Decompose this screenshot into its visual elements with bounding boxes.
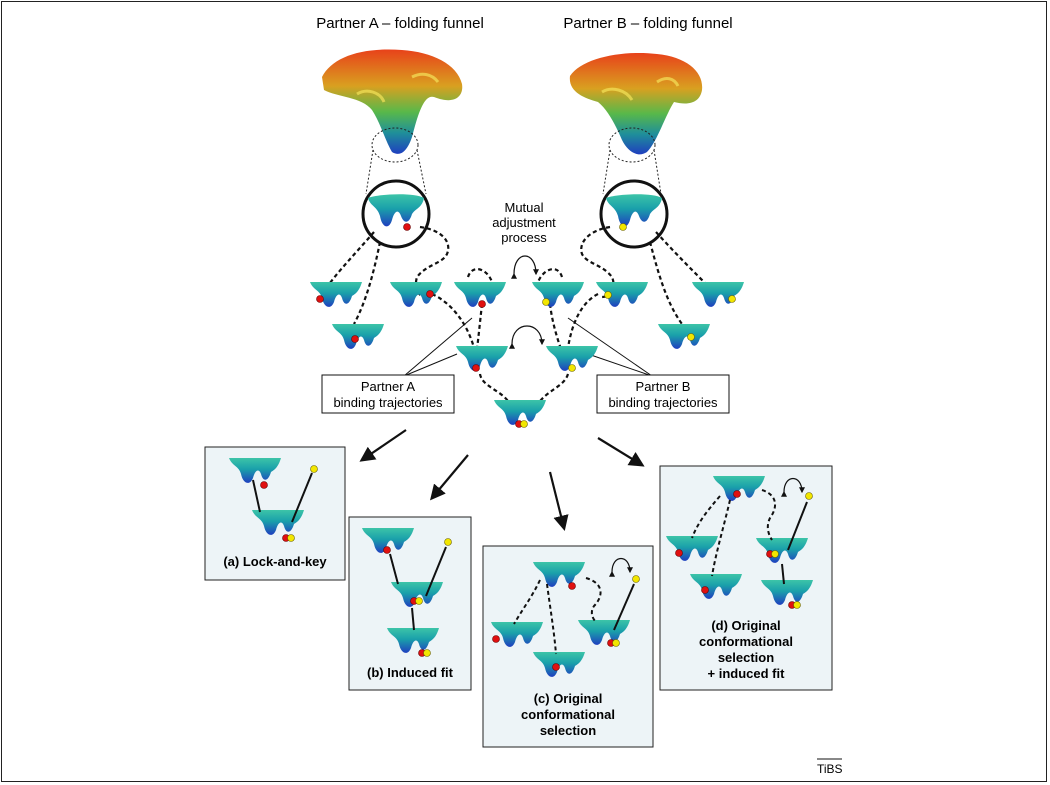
partner-b-binding-line-2: binding trajectories — [608, 395, 718, 410]
partner-a-binding-line-2: binding trajectories — [333, 395, 443, 410]
panel-c-caption-line-2: conformational — [521, 707, 615, 722]
partner-a-folding-funnel — [322, 49, 463, 154]
partner-b-funnel-title: Partner B – folding funnel — [563, 15, 732, 32]
basin-b3 — [546, 346, 598, 372]
basin-b2 — [596, 282, 648, 307]
mutual-adjustment-arrow-mid — [508, 325, 545, 349]
journal-credit: TiBS — [817, 762, 843, 776]
partner-b-binding-box: Partner B binding trajectories — [596, 374, 730, 414]
basin-a2 — [332, 324, 384, 349]
mutual-adjustment-line-1: Mutual — [504, 200, 543, 215]
panel-c-caption-line-3: selection — [540, 723, 596, 738]
basin-b4 — [692, 282, 744, 307]
basin-a3 — [390, 282, 442, 307]
panel-d-caption-line-2: conformational — [699, 634, 793, 649]
mutual-adjustment-line-2: adjustment — [492, 215, 556, 230]
panel-b-caption: (b) Induced fit — [367, 665, 454, 680]
partner-a-binding-box: Partner A binding trajectories — [321, 374, 455, 414]
basin-b5 — [658, 324, 710, 349]
basin-a4 — [454, 282, 506, 308]
partner-a-funnel-title: Partner A – folding funnel — [316, 15, 484, 32]
panel-a-caption: (a) Lock-and-key — [223, 554, 327, 569]
panel-d-caption-line-4: + induced fit — [708, 666, 786, 681]
partner-b-binding-line-1: Partner B — [636, 379, 691, 394]
mutual-adjustment-arrow-top — [510, 255, 539, 279]
mutual-adjustment-line-3: process — [501, 230, 547, 245]
partner-a-magnified-basin — [361, 179, 431, 249]
panel-conformational-selection-induced-fit: (d) Original conformational selection + … — [659, 465, 833, 691]
partner-b-magnified-basin — [599, 179, 669, 249]
panel-c-caption-line-1: (c) Original — [534, 691, 603, 706]
basin-complex — [494, 400, 546, 428]
panel-d-caption-line-1: (d) Original — [711, 618, 780, 633]
binding-trajectory-paths — [324, 225, 713, 405]
partner-b-folding-funnel — [569, 52, 703, 155]
basin-a1 — [310, 282, 362, 307]
panel-conformational-selection: (c) Original conformational selection — [482, 545, 654, 748]
panel-d-caption-line-3: selection — [718, 650, 774, 665]
zoom-region-b — [608, 127, 656, 163]
panel-arrows — [359, 429, 645, 531]
panel-lock-and-key: (a) Lock-and-key — [204, 446, 346, 581]
partner-a-binding-line-1: Partner A — [361, 379, 416, 394]
panel-induced-fit: (b) Induced fit — [348, 516, 472, 691]
basin-a5 — [456, 346, 508, 372]
zoom-region-a — [371, 127, 419, 163]
basin-b1 — [532, 282, 584, 307]
